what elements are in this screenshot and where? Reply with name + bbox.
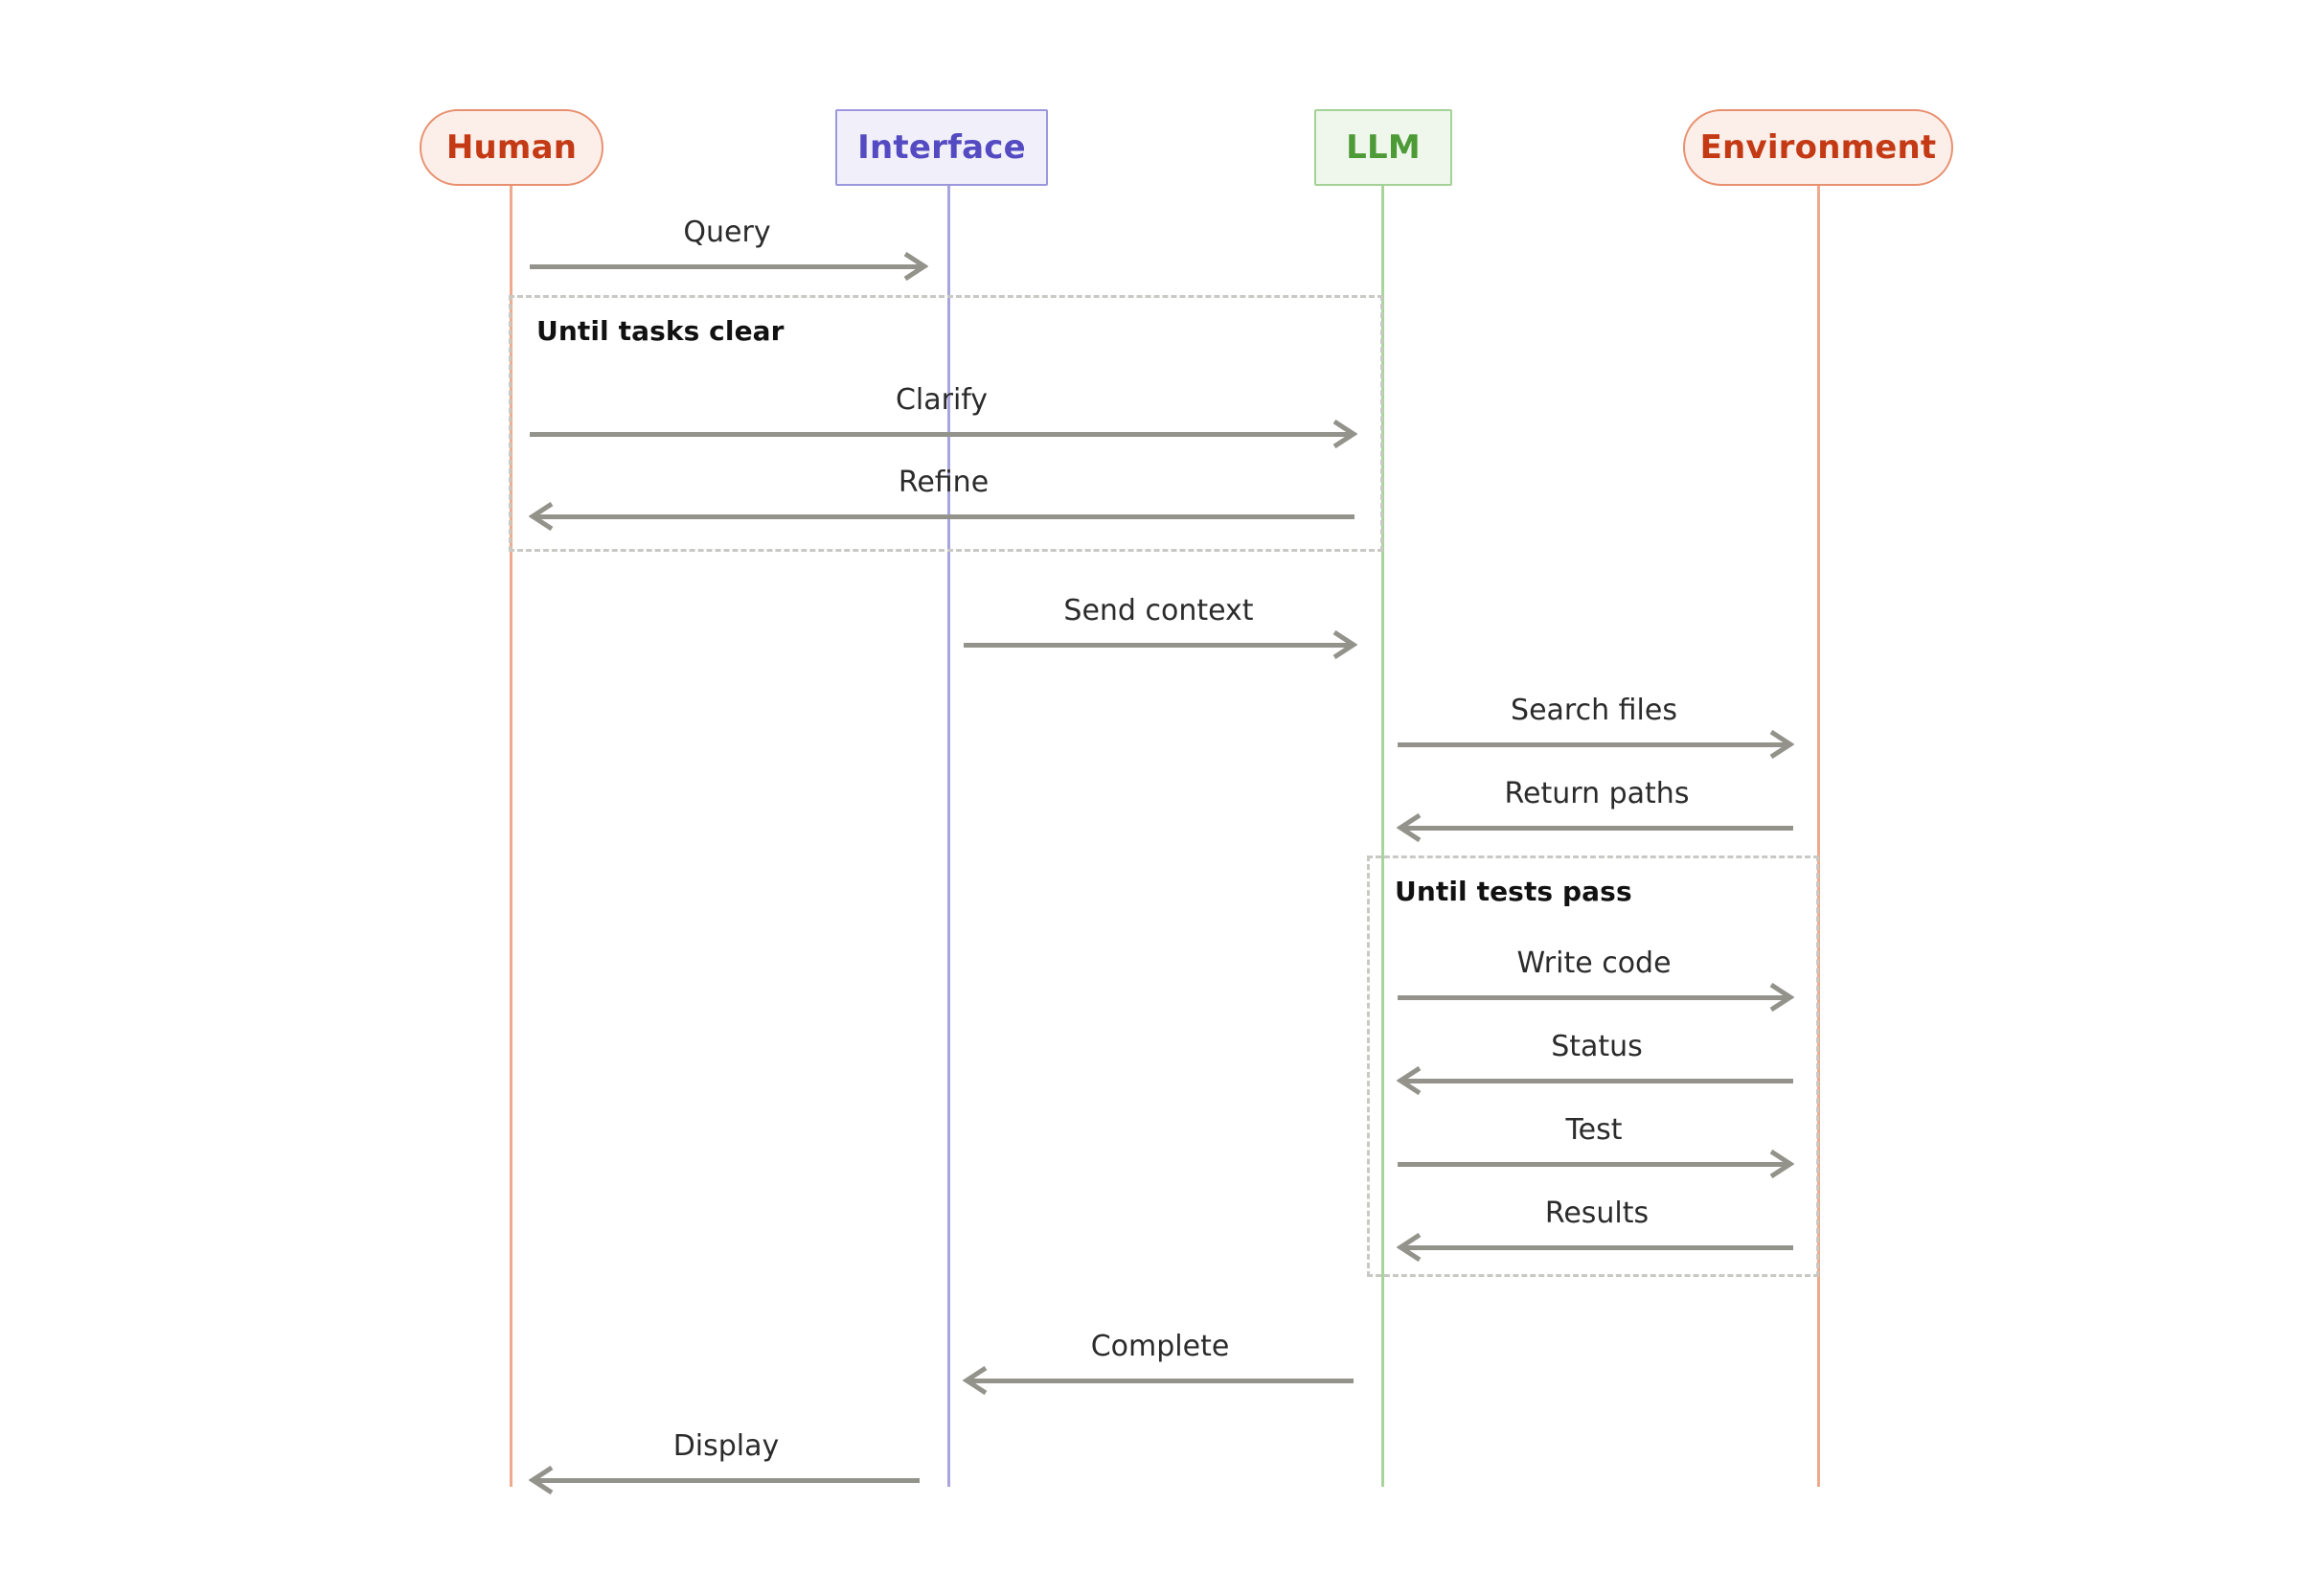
message-label: Clarify	[895, 383, 989, 417]
message-line	[533, 1478, 920, 1483]
arrowhead-right-icon	[1331, 630, 1357, 659]
participant-llm[interactable]: LLM	[1314, 109, 1452, 186]
message-line	[530, 264, 924, 269]
loop-fragment-title: Until tests pass	[1395, 876, 1632, 907]
message-line	[967, 1379, 1354, 1383]
participant-environment[interactable]: Environment	[1683, 109, 1953, 186]
loop-fragment-until-tasks-clear: Until tasks clear	[509, 295, 1383, 552]
message-label: Send context	[1063, 594, 1254, 627]
message-label: Test	[1565, 1113, 1623, 1147]
lifeline-interface	[947, 186, 950, 1487]
message-line	[964, 643, 1354, 648]
participant-human-label: Human	[445, 128, 578, 167]
message-line	[533, 514, 1354, 519]
message-label: Complete	[1090, 1330, 1230, 1363]
message-line	[1398, 742, 1790, 747]
message-label: Display	[672, 1429, 780, 1463]
message-line	[1400, 826, 1793, 831]
arrowhead-right-icon	[1331, 420, 1357, 448]
arrowhead-right-icon	[1767, 983, 1794, 1012]
participant-llm-label: LLM	[1346, 128, 1421, 167]
loop-fragment-until-tests-pass: Until tests pass	[1367, 855, 1819, 1277]
message-label: Query	[683, 216, 771, 249]
arrowhead-left-icon	[1397, 1233, 1423, 1262]
message-line	[1400, 1245, 1793, 1250]
lifeline-human	[510, 186, 512, 1487]
arrowhead-right-icon	[1767, 730, 1794, 759]
message-line	[1398, 995, 1790, 1000]
participant-interface-label: Interface	[857, 128, 1026, 167]
arrowhead-left-icon	[529, 502, 556, 531]
lifeline-environment	[1817, 186, 1820, 1487]
message-label: Write code	[1516, 946, 1672, 980]
participant-interface[interactable]: Interface	[835, 109, 1048, 186]
arrowhead-left-icon	[529, 1466, 556, 1494]
message-label: Refine	[898, 466, 990, 499]
message-label: Status	[1551, 1030, 1643, 1063]
arrowhead-right-icon	[1767, 1150, 1794, 1178]
arrowhead-left-icon	[963, 1366, 990, 1395]
arrowhead-right-icon	[901, 252, 928, 281]
arrowhead-left-icon	[1397, 813, 1423, 842]
lifeline-llm	[1381, 186, 1384, 1487]
message-line	[1398, 1162, 1790, 1167]
participant-environment-label: Environment	[1699, 128, 1937, 167]
message-line	[1400, 1079, 1793, 1083]
loop-fragment-title: Until tasks clear	[536, 315, 785, 347]
message-label: Results	[1544, 1197, 1650, 1230]
arrowhead-left-icon	[1397, 1066, 1423, 1095]
message-line	[530, 432, 1354, 437]
message-label: Return paths	[1504, 777, 1690, 810]
participant-human[interactable]: Human	[420, 109, 603, 186]
message-label: Search files	[1511, 694, 1677, 727]
